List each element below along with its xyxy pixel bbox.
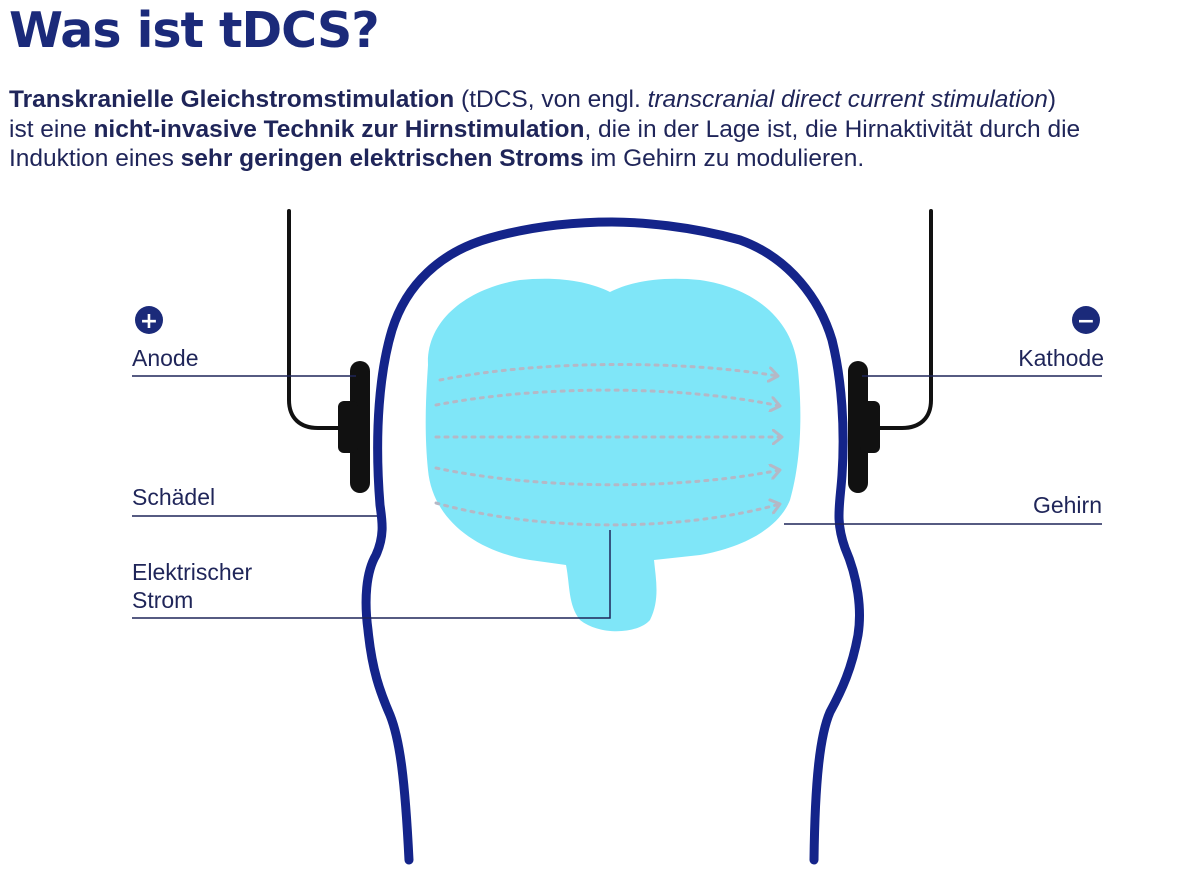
current-arrow <box>434 468 782 487</box>
current-arrow <box>434 388 782 406</box>
label-anode: Anode <box>132 345 199 371</box>
intro-text-part: ) <box>1047 86 1057 113</box>
anode-plus-symbol: + <box>140 309 158 334</box>
kathode-minus-icon <box>1072 306 1100 334</box>
strom-leader <box>132 530 611 619</box>
intro-term-bold: Transkranielle Gleichstromstimulation <box>9 86 455 113</box>
intro-text-part: (tDCS, von engl. <box>454 86 648 113</box>
intro-text-part: , die in der Lage ist, die Hirnaktivität… <box>584 115 1081 143</box>
kathode-electrode <box>848 361 880 493</box>
anode-plus-icon <box>135 306 163 334</box>
head-outline <box>361 217 864 865</box>
intro-technique-bold: nicht-invasive Technik zur Hirnstimulati… <box>93 115 585 143</box>
current-arrows <box>434 362 784 527</box>
intro-text-part: ist eine <box>9 115 94 143</box>
kathode-wire <box>872 209 933 430</box>
label-kathode: Kathode <box>1018 345 1104 371</box>
label-strom-line1: Elektrischer <box>132 559 252 585</box>
leader-lines <box>132 375 1102 619</box>
intro-text: Transkranielle Gleichstromstimulation (t… <box>9 85 1184 174</box>
brain-shape <box>425 278 801 632</box>
label-strom-line2: Strom <box>132 587 193 613</box>
kathode-minus-symbol: − <box>1077 309 1095 334</box>
page-title: Was ist tDCS? <box>9 2 380 59</box>
intro-current-bold: sehr geringen elektrischen Stroms <box>180 145 584 172</box>
intro-english-term: transcranial direct current stimulation <box>647 86 1048 113</box>
anode-wire <box>287 209 348 430</box>
anode-electrode <box>338 361 370 493</box>
label-gehirn: Gehirn <box>1033 492 1102 518</box>
current-arrow <box>434 503 782 527</box>
current-arrow <box>438 362 780 380</box>
intro-text-part: Induktion eines <box>9 145 181 172</box>
intro-text-part: im Gehirn zu modulieren. <box>583 145 865 172</box>
label-schaedel: Schädel <box>132 484 215 510</box>
